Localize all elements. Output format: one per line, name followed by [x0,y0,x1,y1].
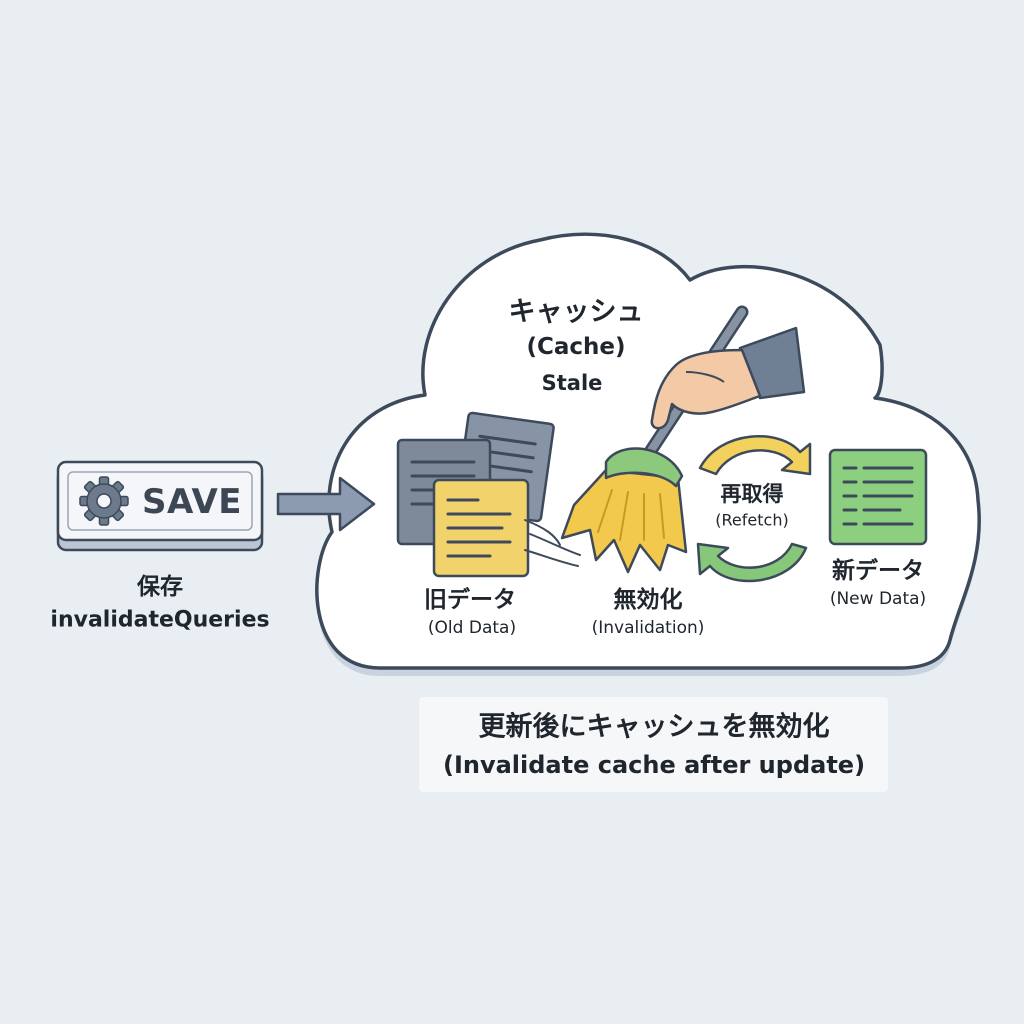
caption-en: (Invalidate cache after update) [442,751,866,779]
new-data-label-jp: 新データ [832,558,924,584]
save-caption-en: invalidateQueries [50,607,270,633]
caption-box [419,697,888,792]
invalidation-label-jp: 無効化 [613,587,683,613]
save-caption-jp: 保存 [137,574,183,600]
caption-jp: 更新後にキャッシュを無効化 [478,711,830,743]
save-button[interactable]: SAVE [142,482,243,522]
refetch-label-en: (Refetch) [715,510,789,530]
cycle-arrows-icon [696,435,812,583]
cache-title-jp: キャッシュ [508,296,644,328]
document-stack-icon [396,411,581,578]
gear-icon [79,476,129,526]
new-document-icon [828,448,928,546]
refetch-label-jp: 再取得 [720,482,784,506]
right-arrow-icon [276,476,376,532]
cache-title-en: (Cache) [526,334,626,360]
new-data-label-en: (New Data) [829,589,927,609]
invalidation-label-en: (Invalidation) [591,618,705,638]
old-data-label-jp: 旧データ [424,587,516,613]
old-data-label-en: (Old Data) [427,618,517,638]
hand-icon [650,326,806,430]
cache-status: Stale [541,371,603,395]
